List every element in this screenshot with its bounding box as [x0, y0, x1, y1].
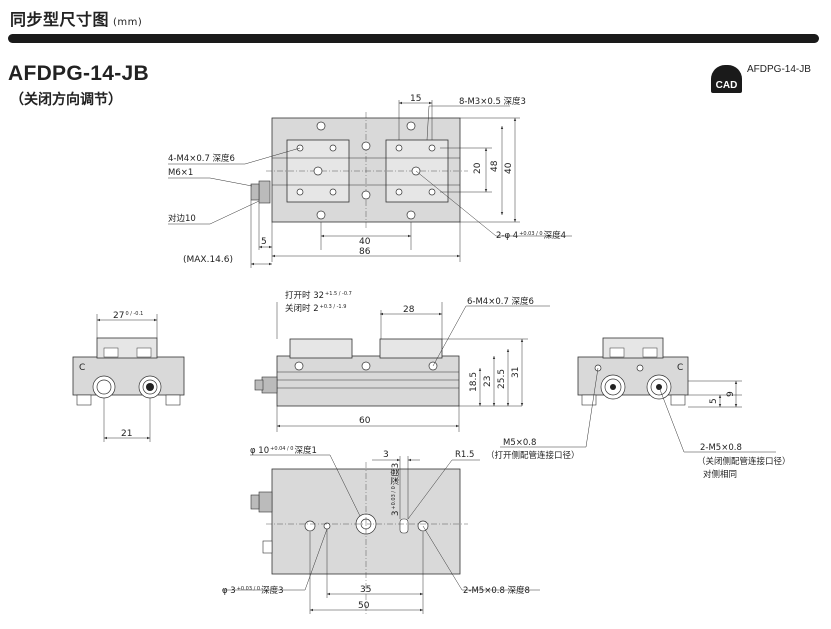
cad-badge-text: CAD: [715, 80, 738, 91]
front-view-jaw-right: [379, 338, 443, 359]
bottom-view: 35 50 3 3+0.03 / 0深度3 R1.5 φ 10+0.04 / 0…: [222, 445, 540, 614]
dim-label: 3: [383, 450, 389, 460]
callout-m4: 4-M4×0.7 深度6: [168, 153, 235, 164]
slot: [399, 518, 409, 534]
closed-stroke: 关闭时 2+0.3 / -1.9: [285, 303, 346, 314]
cad-link[interactable]: AFDPG-14-JB: [747, 64, 811, 75]
dim-label: 50: [358, 601, 370, 611]
callout-bottom-ports: 2-M5×0.8 深度8: [463, 585, 530, 596]
dim-label: 5: [261, 237, 267, 247]
front-view-jaw-left: [289, 338, 353, 359]
right-view: C 9 5 M5×0.8 （打开侧配管连接口径） 2-M5×0.8 （关闭侧配管…: [486, 337, 791, 480]
dim-label: 86: [359, 247, 371, 257]
front-view: 28 打开时 32+1.5 / -0.7 关闭时 2+0.3 / -1.9 60…: [254, 290, 550, 432]
adjust-nut: [258, 180, 271, 204]
dim-label: 18.5: [469, 372, 479, 392]
dim-label: 20: [473, 162, 483, 174]
radius-label: R1.5: [455, 450, 474, 460]
header-title: 同步型尺寸图(mm): [10, 10, 143, 29]
dim-label: 5: [709, 398, 719, 404]
callout-flats: 对边10: [168, 213, 196, 224]
slot-tolerance: 3+0.03 / 0深度3: [390, 463, 401, 516]
header-unit: (mm): [113, 17, 143, 28]
right-view-body: [577, 356, 689, 396]
callout-pin: 2-φ 4+0.03 / 0深度4: [496, 230, 566, 241]
port-c-label: C: [79, 363, 85, 373]
callout-open-port-desc: （打开侧配管连接口径）: [486, 450, 580, 461]
callout-pin-hole: φ 3+0.03 / 0深度3: [222, 585, 284, 596]
adjust-screw: [250, 183, 260, 201]
dim-label: 9: [726, 391, 736, 397]
dim-label: 40: [359, 237, 371, 247]
callout-m6: M6×1: [168, 168, 193, 178]
dim-label: 60: [359, 416, 371, 426]
dim-label: 28: [403, 305, 415, 315]
callout-close-port: 2-M5×0.8: [700, 443, 742, 453]
model-name: AFDPG-14-JB: [8, 62, 149, 85]
callout-m3: 8-M3×0.5 深度3: [459, 96, 526, 107]
dim-label: (MAX.14.6): [183, 255, 233, 265]
callout-open-port: M5×0.8: [503, 438, 536, 448]
dim-label: 31: [511, 367, 521, 378]
callout-opposite-side: 对侧相同: [703, 469, 737, 480]
callout-close-port-desc: （关闭侧配管连接口径）: [697, 456, 791, 467]
cad-icon[interactable]: CAD: [711, 65, 742, 93]
header-divider: [8, 34, 819, 43]
left-view: C 270 / -0.1 21: [72, 311, 185, 442]
port-hole: [304, 520, 316, 532]
mount-hole: [406, 121, 416, 131]
top-view: 15 40 20 48 40 86 5 (MAX.14.6) 8-M3×0.5 …: [168, 94, 572, 268]
dim-label: 25.5: [497, 369, 507, 389]
left-view-body: [72, 356, 185, 396]
mount-hole: [316, 121, 326, 131]
mount-hole: [361, 141, 371, 151]
callout-front-m4: 6-M4×0.7 深度6: [467, 296, 534, 307]
dim-label: 23: [483, 376, 493, 387]
dim-label: 270 / -0.1: [113, 311, 143, 321]
dim-label: 48: [490, 160, 500, 172]
model-subtitle: （关闭方向调节）: [10, 92, 122, 108]
dim-label: 21: [121, 429, 132, 439]
mount-hole: [361, 190, 371, 200]
open-stroke: 打开时 32+1.5 / -0.7: [285, 290, 352, 301]
dim-label: 40: [504, 162, 514, 174]
port-c-label: C: [677, 363, 683, 373]
mount-hole: [406, 210, 416, 220]
callout-bore: φ 10+0.04 / 0深度1: [250, 445, 317, 456]
dim-label: 35: [360, 585, 371, 595]
mount-hole: [316, 210, 326, 220]
dim-label: 15: [410, 94, 421, 104]
